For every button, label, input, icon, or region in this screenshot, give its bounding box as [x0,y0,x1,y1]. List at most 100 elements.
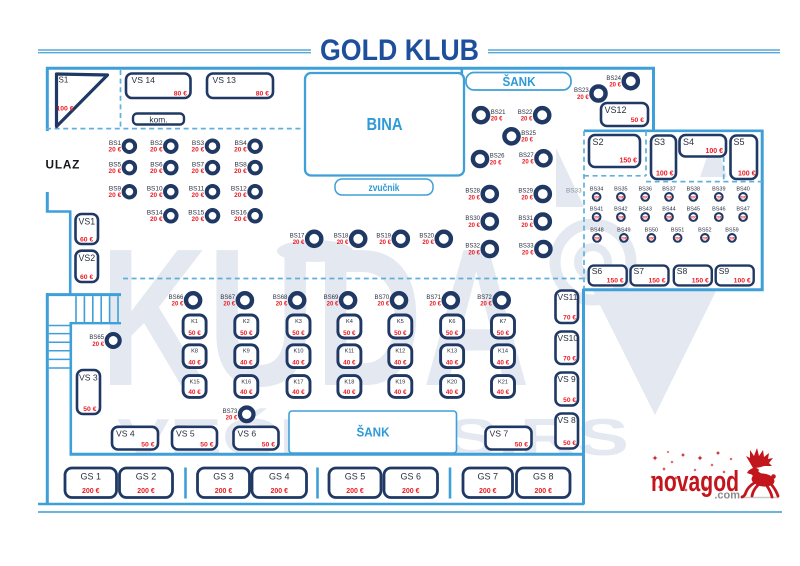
svg-text:K11: K11 [345,349,355,355]
svg-text:40 €: 40 € [343,389,356,396]
svg-text:50 €: 50 € [200,441,213,448]
svg-text:K10: K10 [294,349,304,355]
svg-text:K2: K2 [243,319,250,325]
svg-text:150 €: 150 € [692,278,709,285]
svg-text:K16: K16 [241,379,251,385]
svg-text:20 €: 20 € [337,240,349,246]
svg-text:BS73: BS73 [223,409,238,415]
svg-text:50 €: 50 € [446,330,459,337]
svg-text:S8: S8 [677,266,688,276]
svg-text:40 €: 40 € [394,359,407,366]
svg-text:BS40: BS40 [736,187,749,193]
svg-text:GS 2: GS 2 [136,472,157,482]
svg-text:20 €: 20 € [521,195,533,201]
svg-text:20€: 20€ [716,216,722,220]
svg-text:K4: K4 [346,319,353,325]
svg-text:20 €: 20 € [480,302,492,308]
svg-text:50 €: 50 € [563,397,576,404]
svg-text:20 €: 20 € [577,95,589,101]
svg-text:K19: K19 [395,379,405,385]
svg-text:BS25: BS25 [521,131,536,137]
svg-text:60 €: 60 € [80,274,93,281]
svg-text:20 €: 20 € [234,168,247,175]
svg-text:BS66: BS66 [169,295,184,301]
svg-text:K14: K14 [498,349,508,355]
svg-text:K21: K21 [498,379,508,385]
svg-text:40 €: 40 € [292,389,305,396]
svg-text:ŠANK: ŠANK [357,425,390,440]
svg-text:20€: 20€ [642,216,648,220]
svg-text:70 €: 70 € [563,356,576,363]
svg-text:40 €: 40 € [343,359,356,366]
svg-text:20 €: 20 € [327,302,339,308]
svg-text:20 €: 20 € [150,216,163,223]
svg-text:20 €: 20 € [172,302,184,308]
svg-text:20 €: 20 € [276,302,288,308]
svg-text:BS24: BS24 [606,76,621,82]
svg-text:40 €: 40 € [394,389,407,396]
svg-text:20 €: 20 € [192,192,205,199]
svg-text:K3: K3 [295,319,302,325]
svg-text:20€: 20€ [594,196,600,200]
svg-text:GOLD KLUB: GOLD KLUB [320,34,479,67]
svg-text:BS42: BS42 [614,207,627,213]
svg-text:50 €: 50 € [83,406,96,413]
svg-text:BS20: BS20 [419,234,434,240]
svg-text:S9: S9 [719,266,730,276]
svg-text:BS16: BS16 [231,210,247,217]
svg-text:BS28: BS28 [465,189,480,195]
svg-text:K13: K13 [447,349,457,355]
svg-text:20€: 20€ [691,196,697,200]
svg-text:BS38: BS38 [687,187,700,193]
svg-text:20 €: 20 € [92,342,104,348]
svg-text:20 €: 20 € [468,250,480,256]
svg-text:BS30: BS30 [465,216,480,222]
svg-text:BS50: BS50 [645,228,658,234]
svg-text:BS35: BS35 [614,187,627,193]
svg-text:20 €: 20 € [192,216,205,223]
svg-text:100 €: 100 € [57,106,74,113]
svg-text:K20: K20 [447,379,457,385]
svg-text:S4: S4 [683,137,694,147]
svg-text:150 €: 150 € [619,157,637,164]
svg-text:20 €: 20 € [150,168,163,175]
svg-text:BS15: BS15 [188,210,204,217]
svg-text:BS9: BS9 [109,185,122,192]
svg-text:BS59: BS59 [725,228,738,234]
svg-text:zvučnik: zvučnik [369,183,400,194]
svg-text:20 €: 20 € [422,240,434,246]
svg-text:50 €: 50 € [394,330,407,337]
svg-text:K9: K9 [243,349,250,355]
svg-text:20 €: 20 € [609,83,621,89]
svg-text:BS34: BS34 [590,187,603,193]
svg-text:BS43: BS43 [638,207,651,213]
svg-text:20 €: 20 € [468,223,480,229]
svg-text:80 €: 80 € [256,90,269,97]
svg-text:20€: 20€ [618,196,624,200]
svg-text:VS2: VS2 [79,253,96,263]
svg-text:GS 7: GS 7 [477,472,498,482]
svg-text:BS2: BS2 [150,140,163,147]
svg-text:50 €: 50 € [292,330,305,337]
svg-text:BS8: BS8 [235,161,248,168]
svg-text:20 €: 20 € [226,416,238,422]
svg-text:BS32: BS32 [465,244,480,250]
svg-text:150 €: 150 € [648,278,665,285]
svg-text:20 €: 20 € [379,240,391,246]
svg-text:BS18: BS18 [334,234,349,240]
svg-text:BS19: BS19 [376,234,391,240]
svg-text:50 €: 50 € [515,441,528,448]
svg-text:VS 8: VS 8 [558,415,576,425]
svg-text:20 €: 20 € [429,302,441,308]
svg-text:BS46: BS46 [712,207,725,213]
svg-text:BS71: BS71 [426,295,441,301]
svg-text:40 €: 40 € [446,389,459,396]
svg-text:GS 3: GS 3 [213,472,234,482]
svg-text:50 €: 50 € [141,441,154,448]
svg-text:40 €: 40 € [240,359,253,366]
svg-text:20 €: 20 € [490,160,502,166]
svg-text:BS14: BS14 [147,210,163,217]
svg-text:20 €: 20 € [192,147,205,154]
svg-text:BS27: BS27 [519,153,534,159]
svg-text:20 €: 20 € [234,216,247,223]
